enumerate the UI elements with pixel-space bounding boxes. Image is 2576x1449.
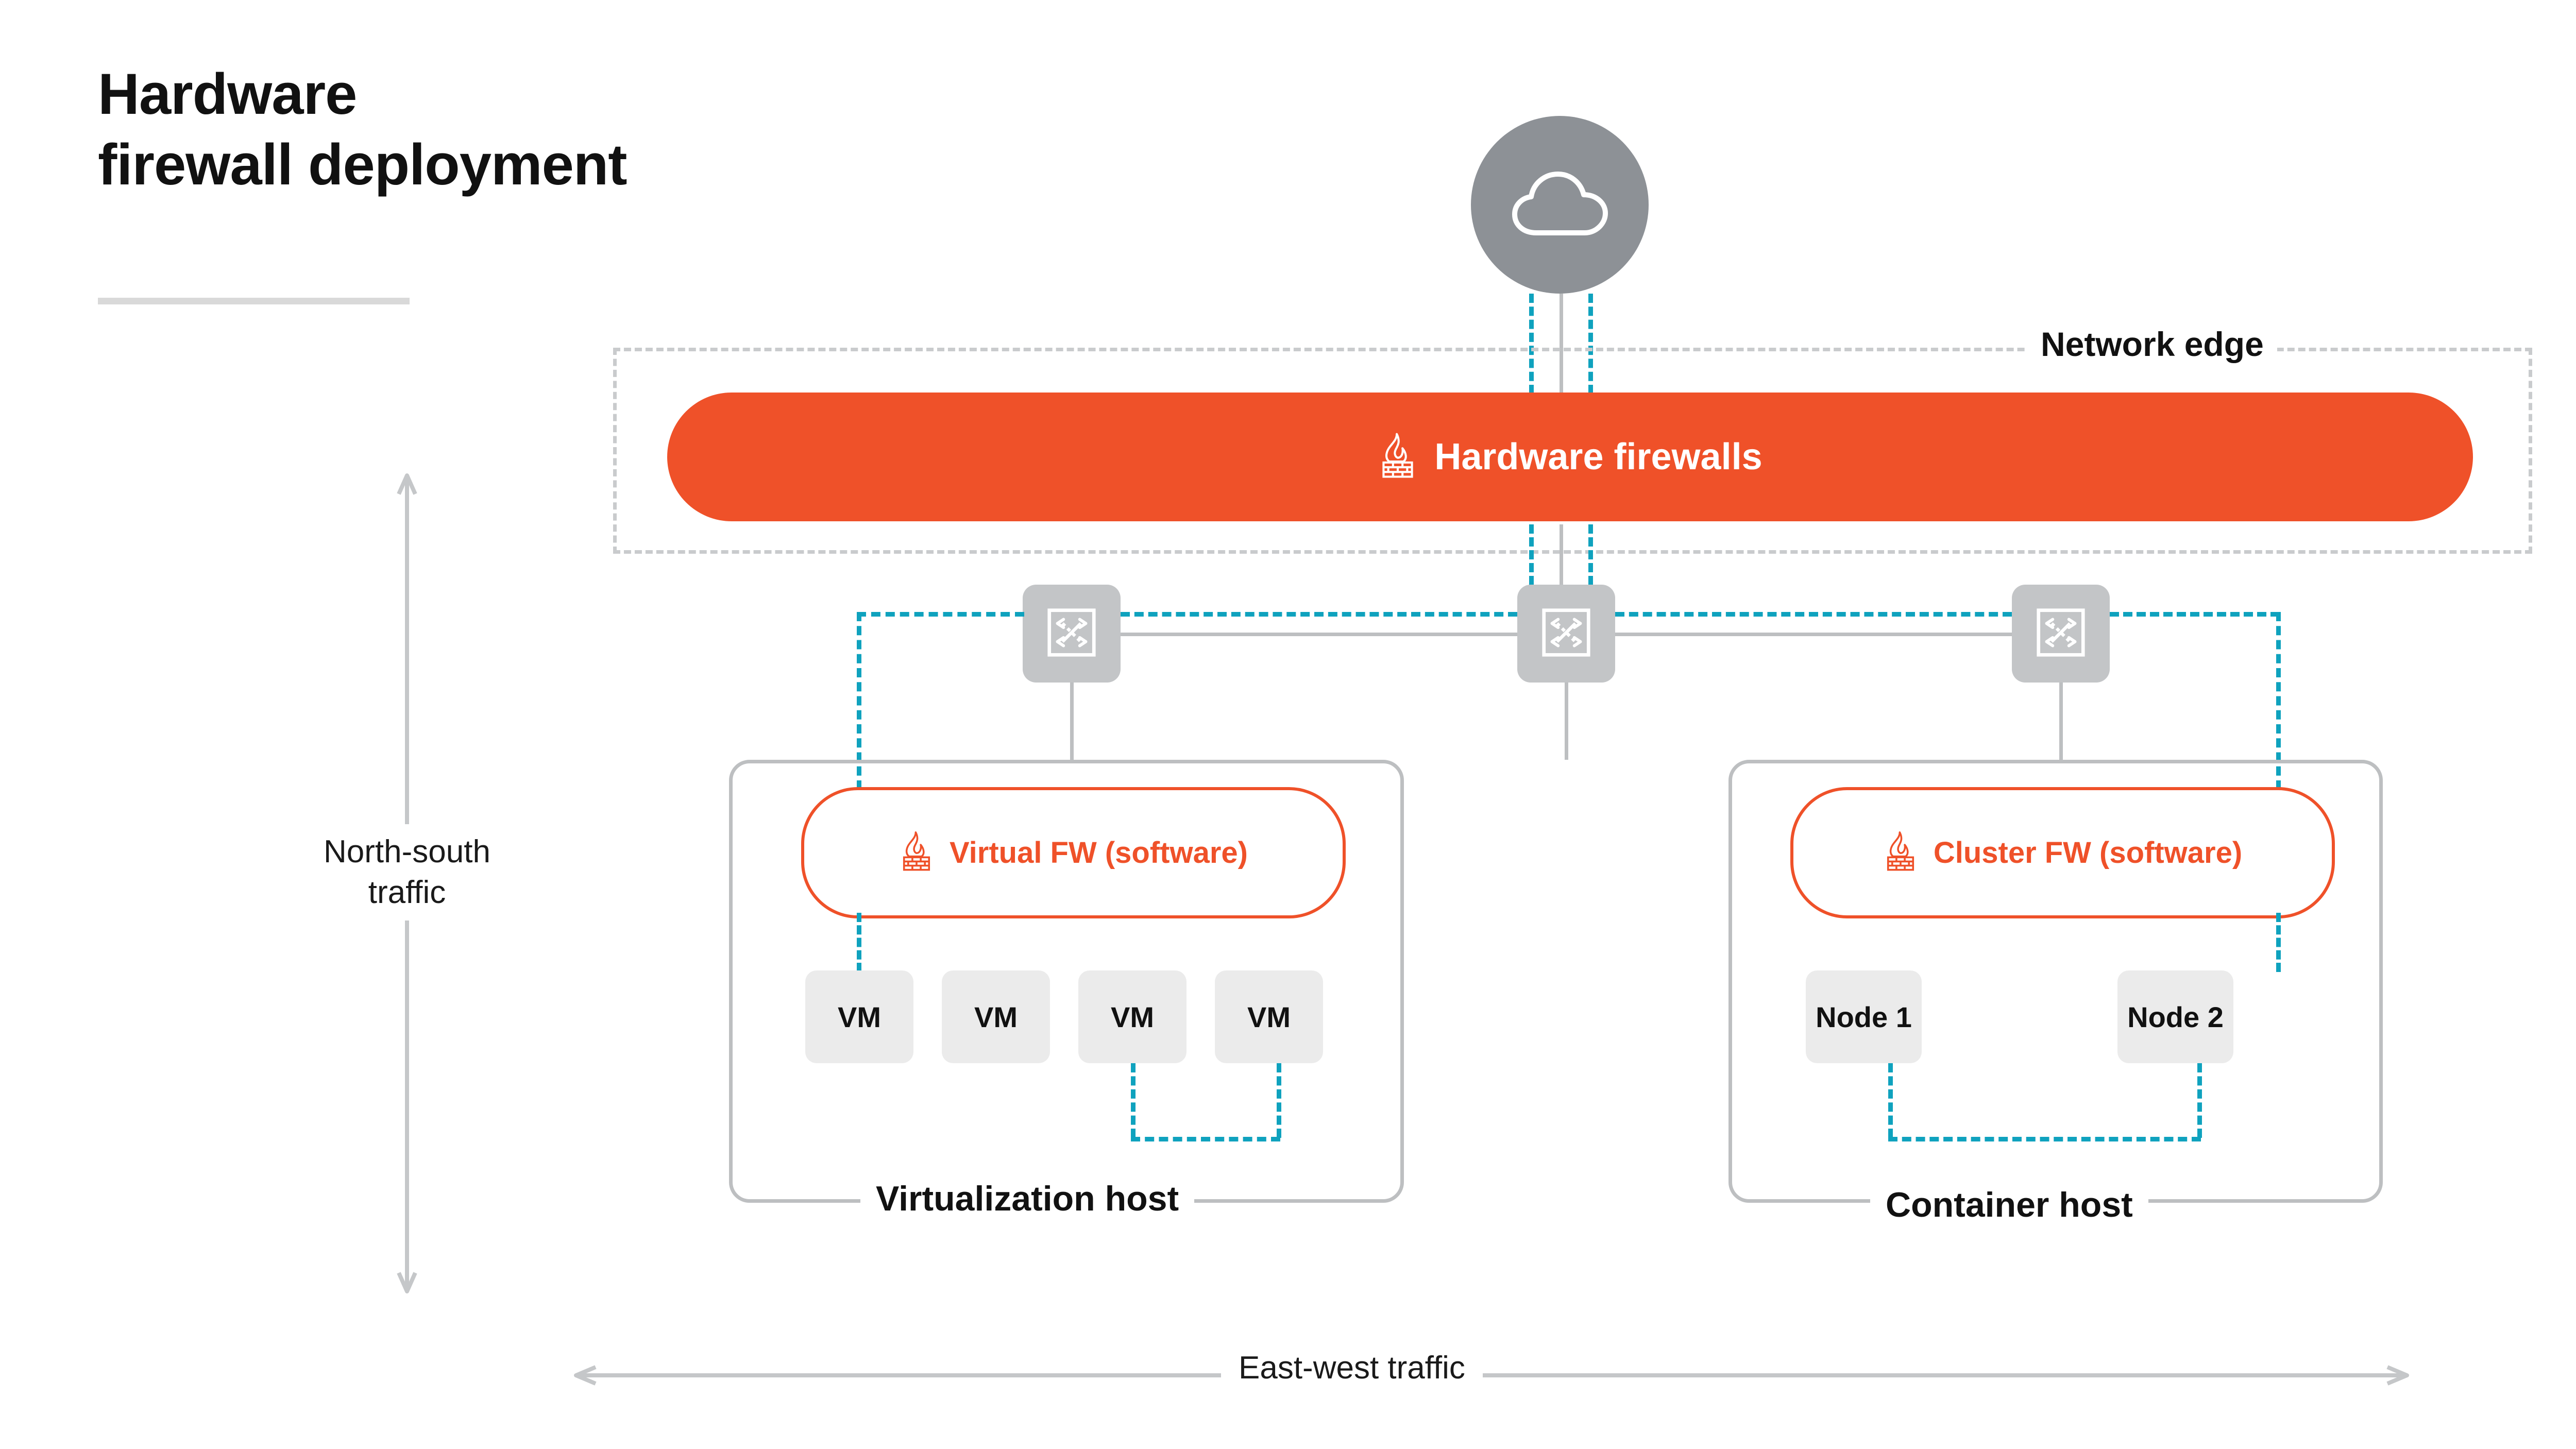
switch-bus-grey-left-mid bbox=[1121, 633, 1517, 636]
firewall-to-switch-grey bbox=[1560, 524, 1563, 585]
cloud-to-firewall-teal-left bbox=[1529, 294, 1534, 394]
virtual-firewall-label: Virtual FW (software) bbox=[950, 836, 1248, 870]
node-box-2[interactable]: Node 2 bbox=[2117, 970, 2233, 1063]
node-box-label: Node 1 bbox=[1816, 1000, 1912, 1033]
network-switch-icon bbox=[1536, 602, 1597, 666]
network-edge-boundary bbox=[613, 348, 2532, 554]
switch-middle[interactable] bbox=[1517, 585, 1615, 683]
vm-box-4[interactable]: VM bbox=[1215, 970, 1323, 1063]
cluster-fw-to-node-teal bbox=[2276, 913, 2281, 972]
east-west-traffic-axis bbox=[572, 1360, 2411, 1391]
vm-box-label: VM bbox=[838, 1000, 881, 1033]
network-switch-icon bbox=[2030, 602, 2091, 666]
switch-bus-grey-mid-right bbox=[1615, 633, 2012, 636]
firewall-icon bbox=[1883, 830, 1918, 875]
hardware-firewalls-label: Hardware firewalls bbox=[1434, 436, 1762, 478]
node1-node2-eastwest-teal-h bbox=[1888, 1137, 2201, 1141]
east-west-traffic-label: East-west traffic bbox=[1221, 1350, 1483, 1386]
container-host-label: Container host bbox=[1870, 1185, 2148, 1225]
switch-bus-teal-mid-right bbox=[1615, 612, 2012, 617]
switch-right-drop-grey bbox=[2059, 683, 2063, 760]
left-switch-teal-branch-v bbox=[857, 612, 861, 790]
title-underline-rule bbox=[98, 298, 410, 304]
vm-box-label: VM bbox=[1111, 1000, 1154, 1033]
north-south-traffic-label: North-south traffic bbox=[252, 824, 562, 920]
cluster-firewall-label: Cluster FW (software) bbox=[1933, 836, 2243, 870]
vm-box-3[interactable]: VM bbox=[1078, 970, 1187, 1063]
vm-box-2[interactable]: VM bbox=[942, 970, 1050, 1063]
page-title: Hardware firewall deployment bbox=[98, 59, 974, 200]
firewall-icon bbox=[899, 830, 934, 875]
internet-cloud-node bbox=[1471, 116, 1649, 294]
node2-eastwest-teal-v bbox=[2197, 1063, 2202, 1138]
switch-mid-drop-grey bbox=[1565, 683, 1568, 760]
switch-left[interactable] bbox=[1023, 585, 1121, 683]
vm3-vm4-eastwest-teal-h bbox=[1131, 1137, 1280, 1141]
node1-eastwest-teal-v bbox=[1888, 1063, 1893, 1138]
page-title-line-1: Hardware bbox=[98, 62, 357, 126]
cloud-to-firewall-teal-right bbox=[1588, 294, 1593, 394]
network-switch-icon bbox=[1041, 602, 1102, 666]
firewall-to-switch-teal-right bbox=[1588, 524, 1593, 585]
switch-bus-teal-left-mid bbox=[1121, 612, 1517, 617]
left-switch-teal-branch-h bbox=[857, 612, 1024, 617]
right-switch-teal-branch-v bbox=[2276, 612, 2281, 790]
north-south-traffic-line-2: traffic bbox=[368, 875, 446, 911]
virtualization-host-label: Virtualization host bbox=[860, 1179, 1195, 1219]
cluster-firewall-node[interactable]: Cluster FW (software) bbox=[1790, 787, 2335, 918]
vm4-eastwest-teal-v bbox=[1277, 1063, 1281, 1138]
cloud-to-firewall-grey bbox=[1560, 294, 1563, 394]
firewall-to-switch-teal-left bbox=[1529, 524, 1534, 585]
vm3-eastwest-teal-v bbox=[1131, 1063, 1136, 1138]
hardware-firewalls-node[interactable]: Hardware firewalls bbox=[667, 393, 2473, 521]
vm-box-label: VM bbox=[1247, 1000, 1291, 1033]
virtual-firewall-node[interactable]: Virtual FW (software) bbox=[801, 787, 1346, 918]
north-south-traffic-line-1: North-south bbox=[324, 834, 490, 870]
page-title-line-2: firewall deployment bbox=[98, 132, 628, 197]
virtual-fw-to-vm-teal bbox=[857, 913, 861, 972]
firewall-icon bbox=[1378, 432, 1418, 482]
switch-left-drop-grey bbox=[1070, 683, 1074, 760]
network-edge-label: Network edge bbox=[2027, 325, 2277, 364]
vm-box-label: VM bbox=[974, 1000, 1018, 1033]
node-box-1[interactable]: Node 1 bbox=[1806, 970, 1922, 1063]
vm-box-1[interactable]: VM bbox=[805, 970, 913, 1063]
right-switch-teal-branch-h bbox=[2110, 612, 2280, 617]
node-box-label: Node 2 bbox=[2127, 1000, 2224, 1033]
switch-right[interactable] bbox=[2012, 585, 2110, 683]
